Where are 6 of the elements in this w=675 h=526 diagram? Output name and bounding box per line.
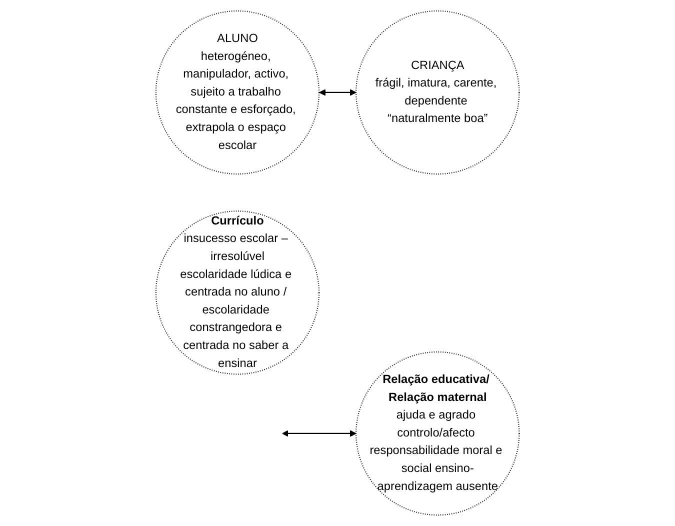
arrow [282, 430, 356, 437]
node-circle: ALUNO heterogéneo, manipulador, activo, sujeito a trabalho constante e esforçado, extrapola o espaço escolar [155, 10, 320, 175]
node-circle: Relação educativa/ Relação maternal ajuda e agrado controlo/afecto responsabilidade moral e social ensino-aprendizagem ausente [355, 351, 520, 516]
node-circle: CRIANÇA frágil, imatura, carente, dependente “naturalmente boa” [355, 10, 520, 175]
arrow [318, 89, 356, 96]
node-circle: Currículo insucesso escolar – irresolúvel escolaridade lúdica e centrada no aluno / escolaridade constrangedora e centrada no saber a ensinar [155, 210, 320, 375]
